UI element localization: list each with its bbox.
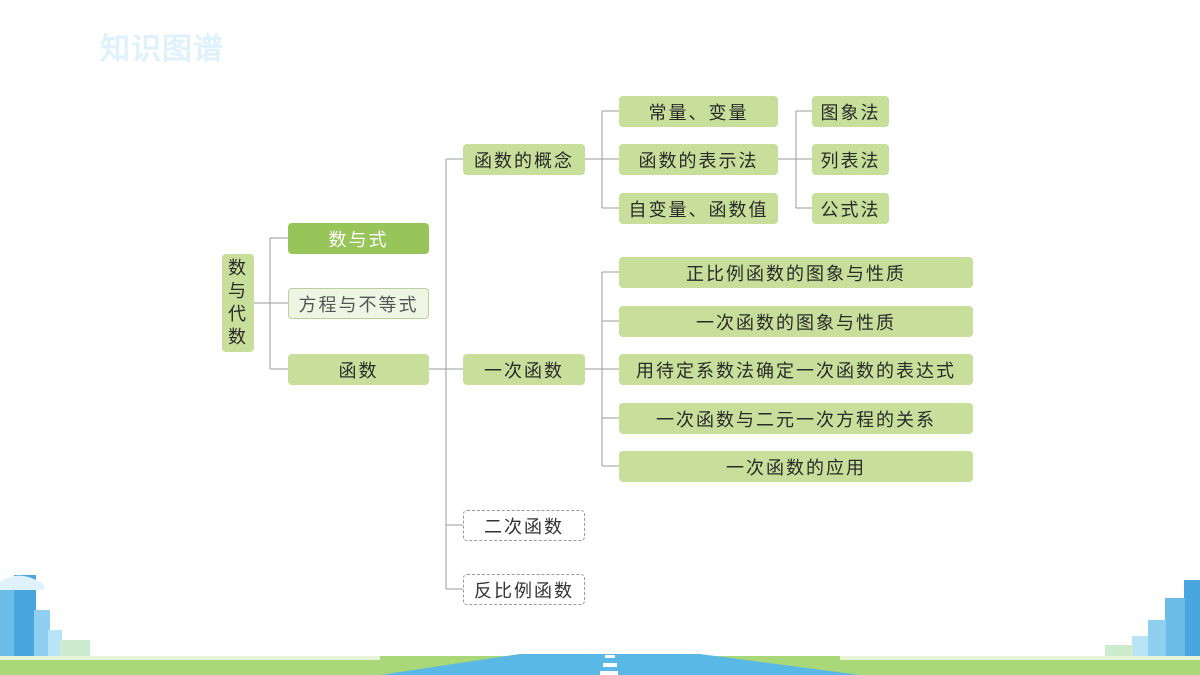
node-linear-child[interactable]: 一次函数的应用	[619, 451, 973, 482]
node-constants-variables[interactable]: 常量、变量	[619, 96, 778, 127]
root-char: 数	[228, 258, 248, 279]
node-quadratic-function[interactable]: 二次函数	[463, 510, 585, 541]
node-linear-child[interactable]: 用待定系数法确定一次函数的表达式	[619, 354, 973, 385]
node-shuyushi[interactable]: 数与式	[288, 223, 429, 254]
node-function-concept[interactable]: 函数的概念	[463, 144, 585, 175]
node-linear-child[interactable]: 一次函数与二元一次方程的关系	[619, 403, 973, 434]
node-fangcheng[interactable]: 方程与不等式	[288, 288, 429, 319]
root-char: 与	[228, 281, 248, 302]
node-graph-method[interactable]: 图象法	[812, 96, 889, 127]
root-char: 代	[228, 304, 248, 325]
node-linear-child[interactable]: 正比例函数的图象与性质	[619, 257, 973, 288]
node-inverse-function[interactable]: 反比例函数	[463, 574, 585, 605]
root-char: 数	[228, 327, 248, 348]
left-buildings	[0, 575, 90, 660]
node-linear-child[interactable]: 一次函数的图象与性质	[619, 306, 973, 337]
node-formula-method[interactable]: 公式法	[812, 193, 889, 224]
node-linear-function[interactable]: 一次函数	[463, 354, 585, 385]
node-independent-value[interactable]: 自变量、函数值	[619, 193, 778, 224]
right-buildings	[1105, 580, 1200, 660]
node-representation[interactable]: 函数的表示法	[619, 144, 778, 175]
root-node: 数 与 代 数	[222, 254, 254, 352]
node-table-method[interactable]: 列表法	[812, 144, 889, 175]
node-hanshu[interactable]: 函数	[288, 354, 429, 385]
page-title: 知识图谱	[100, 32, 224, 67]
road	[380, 654, 860, 675]
